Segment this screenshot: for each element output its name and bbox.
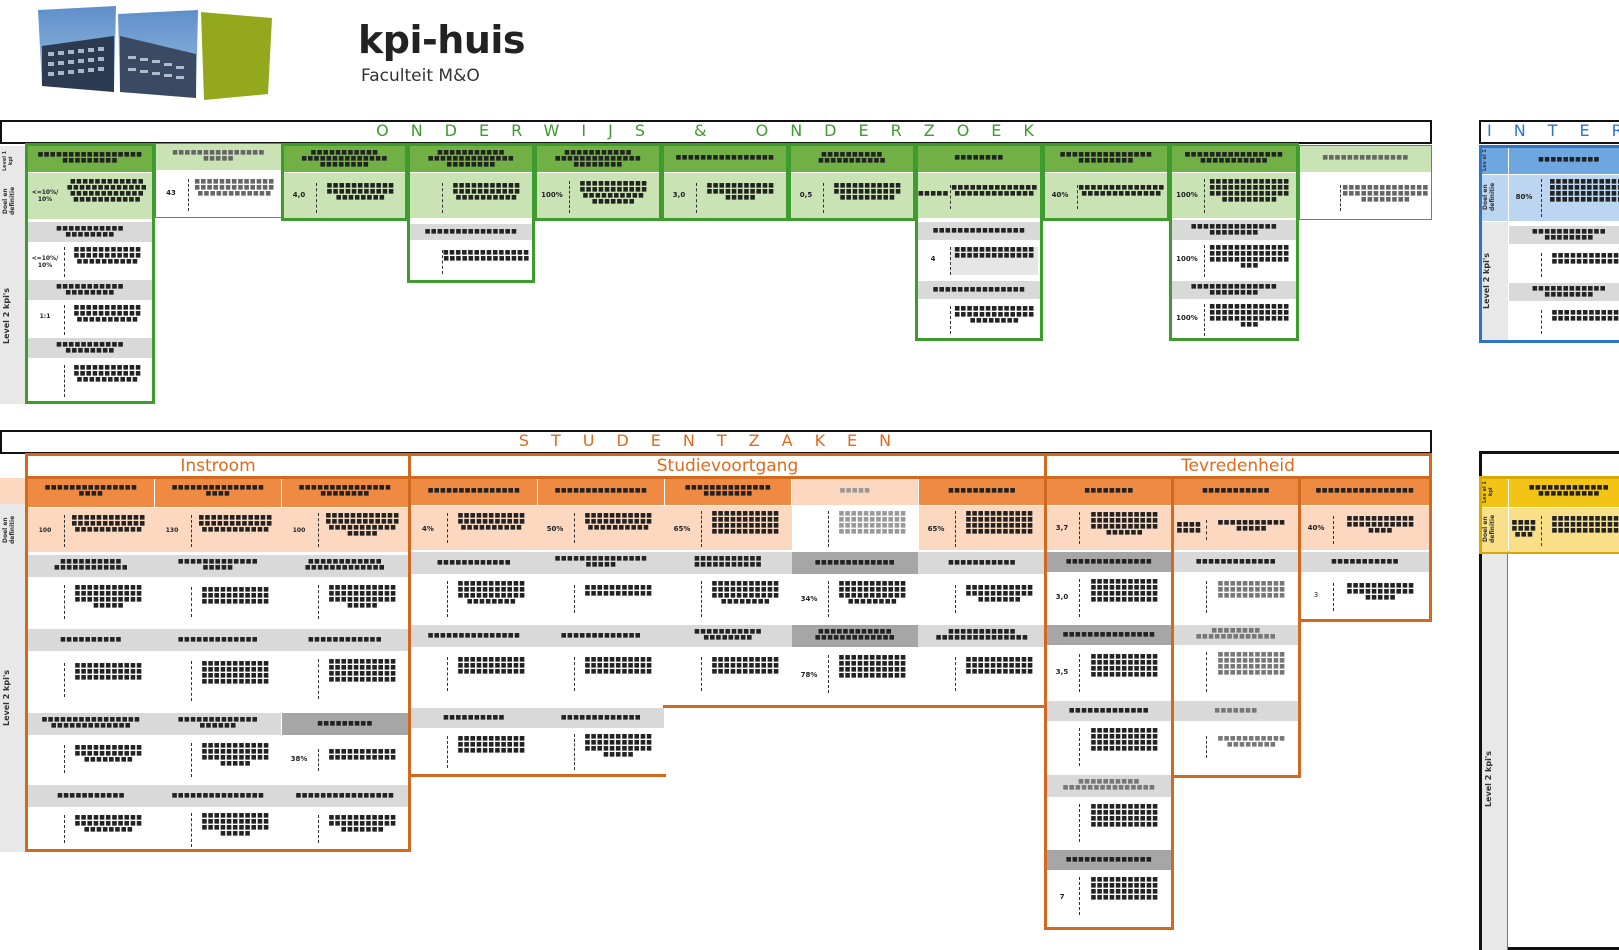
kpi-column-green-9: ■■■■■■■■■■■■■■■■■■■■■■■■ 40% ■■■■■■■■■■■… xyxy=(1042,143,1170,221)
side-label-doel-intern: Doel en definitie xyxy=(1482,182,1496,212)
page-subtitle: Faculteit M&O xyxy=(361,66,480,86)
side-label-doel: Doel en definitie xyxy=(2,186,16,216)
side-label-level2-sz: Level 2 kpi's xyxy=(2,669,11,727)
side-label-level2-yellow: Level 2 kpi's xyxy=(1484,750,1493,808)
side-column-yellow: Level 2 kpi's xyxy=(1482,554,1508,950)
studievoortgang-lower: ■■■■■■■■■■ ■■■■■■■■■■■■■ ■■■■■■■■■■■■■■■… xyxy=(411,708,664,774)
kpi-column-green-10: ■■■■■■■■■■■■■■■■■■■■■■■■■■■ 100% ■■■■■■■… xyxy=(1169,143,1299,341)
kpi-column-green-6: ■■■■■■■■■■■■■■■■ 3,0 ■■■■■■■■■■■■■■■■■■■… xyxy=(661,143,789,221)
kpi-column-green-7: ■■■■■■■■■■■■■■■■■■■■■ 0,5 ■■■■■■■■■■■■■■… xyxy=(788,143,916,221)
kpi-column-green-1: ■■■■■■■■■■■■■■■■■■■■■■■■■■ <=10%/ 10% ■■… xyxy=(25,143,155,404)
side-label-level1: Level 1 kpi xyxy=(2,150,14,172)
kpi-column-green-3: ■■■■■■■■■■■■■■■■■■■■■■■■■■■■■■■■■ 4,0 ■■… xyxy=(281,143,408,221)
side-label-doel-yellow: Doel en definitie xyxy=(1482,514,1496,544)
side-label-doel-sz: Doel en definitie xyxy=(2,515,16,545)
studievoortgang-block xyxy=(408,476,666,777)
tevredenheid-col-3: ■■■■■■■■■■■■■■■■ 40% ■■■■■■■■■■■■■■■■■■■… xyxy=(1298,476,1432,622)
instroom-block: ■■■■■■■■■■■■■■■■■■■ ■■■■■■■■■■■■■■■■■■■ … xyxy=(25,476,411,852)
section-banner-intern: INTERN xyxy=(1479,120,1619,144)
kpi-column-yellow-1: Lev el 1 kpi ■■■■■■■■■■■■■■■■■■■■■■■ Doe… xyxy=(1479,476,1619,554)
kpi-target: <=10%/ 10% xyxy=(31,189,59,203)
kpi-column-green-2: ■■■■■■■■■■■■■■■■■■■■ 43 ■■■■■■■■■■■■■■■■… xyxy=(155,143,282,218)
studievoortgang-content: ■■■■■■■■■■■■■■■ ■■■■■■■■■■■■■■■ ■■■■■■■■… xyxy=(411,479,1047,707)
side-column-studentzaken: Doel en definitie Level 2 kpi's xyxy=(0,478,26,852)
faculty-logo-image xyxy=(38,6,272,100)
studievoortgang-frame-right xyxy=(663,476,1047,708)
side-label-level2: Level 2 kpi's xyxy=(2,287,11,345)
side-column-onderwijs: Level 1 kpi Doel en definitie Level 2 kp… xyxy=(0,146,26,404)
kpi-column-green-8: ■■■■■■■■ ■■■■■ ■■■■■■■■■■■■■■■■■■■■■■■■■… xyxy=(915,143,1043,341)
page-title: kpi-huis xyxy=(358,18,526,62)
tevredenheid-col-2: ■■■■■■■■■■■ ■■■■■■■■ ■■■■■■■■■■■■■■■■ ■■… xyxy=(1171,476,1301,778)
kpi-column-blue-1: Lev el 1 ■■■■■■■■■■ Doel en definitie 80… xyxy=(1479,145,1619,343)
kpi-column-green-4: ■■■■■■■■■■■■■■■■■■■■■■■■■■■■■■■■■ ■■■■■■… xyxy=(407,143,535,283)
tevredenheid-col-1: ■■■■■■■■ 3,7 ■■■■■■■■■■■■■■■■■■■■■■■■■■■… xyxy=(1044,476,1174,930)
section-banner-onderwijs: ONDERWIJS & ONDERZOEK xyxy=(0,120,1432,144)
kpi-column-green-5: ■■■■■■■■■■■■■■■■■■■■■■■■■■■■■■■■■ 100% ■… xyxy=(534,143,662,221)
kpi-header: ■■■■■■■■■■■■■■■■■■■■■■■■■■ xyxy=(37,151,143,164)
kpi-block-yellow-outline xyxy=(1479,451,1619,950)
section-banner-studentzaken: STUDENTZAKEN xyxy=(0,430,1432,454)
kpi-column-green-11: ■■■■■■■■■■■■■■ ■■■■■■■■■■■■■■■■■■■■■■■■■… xyxy=(1299,145,1432,220)
